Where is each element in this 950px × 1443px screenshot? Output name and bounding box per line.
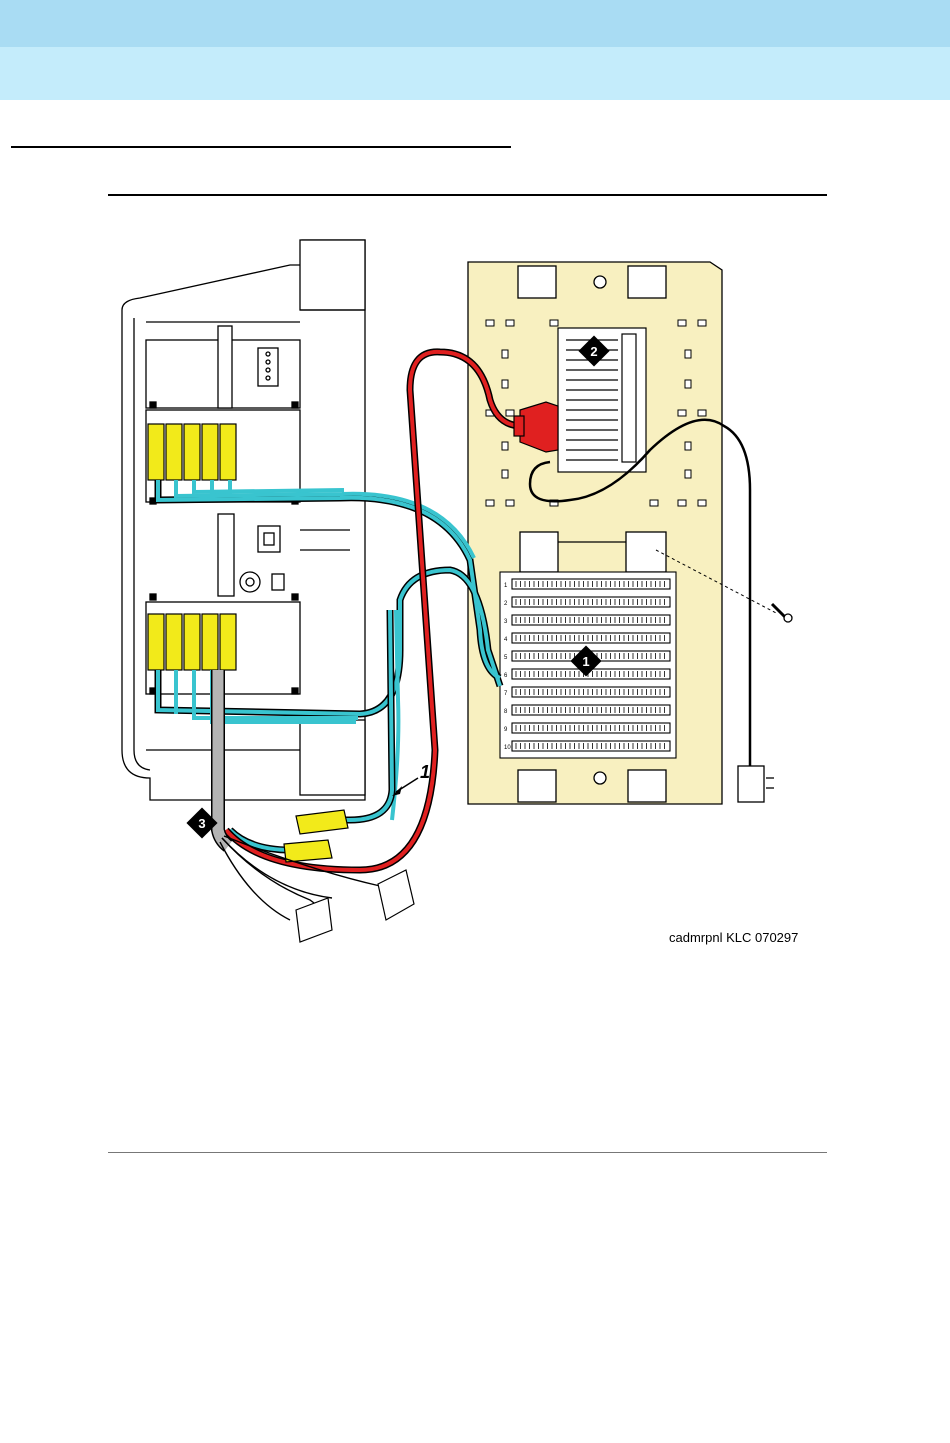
figure-id-label: cadmrpnl KLC 070297 xyxy=(669,930,798,945)
port-number: 10 xyxy=(504,745,511,751)
lower-connector-block xyxy=(148,614,236,670)
db-connectors xyxy=(296,870,414,942)
figure-top-rule xyxy=(108,194,827,196)
svg-text:1: 1 xyxy=(582,654,589,669)
section-rule xyxy=(11,146,511,148)
svg-text:2: 2 xyxy=(590,344,597,359)
cable-1-connectors xyxy=(284,810,348,862)
header-band-bottom xyxy=(0,47,950,100)
header-band-top xyxy=(0,0,950,47)
figure-bottom-rule xyxy=(108,1152,827,1153)
upper-connector-block xyxy=(148,424,236,480)
power-adapter xyxy=(738,766,774,802)
svg-text:1: 1 xyxy=(420,762,430,782)
svg-text:3: 3 xyxy=(198,816,205,831)
